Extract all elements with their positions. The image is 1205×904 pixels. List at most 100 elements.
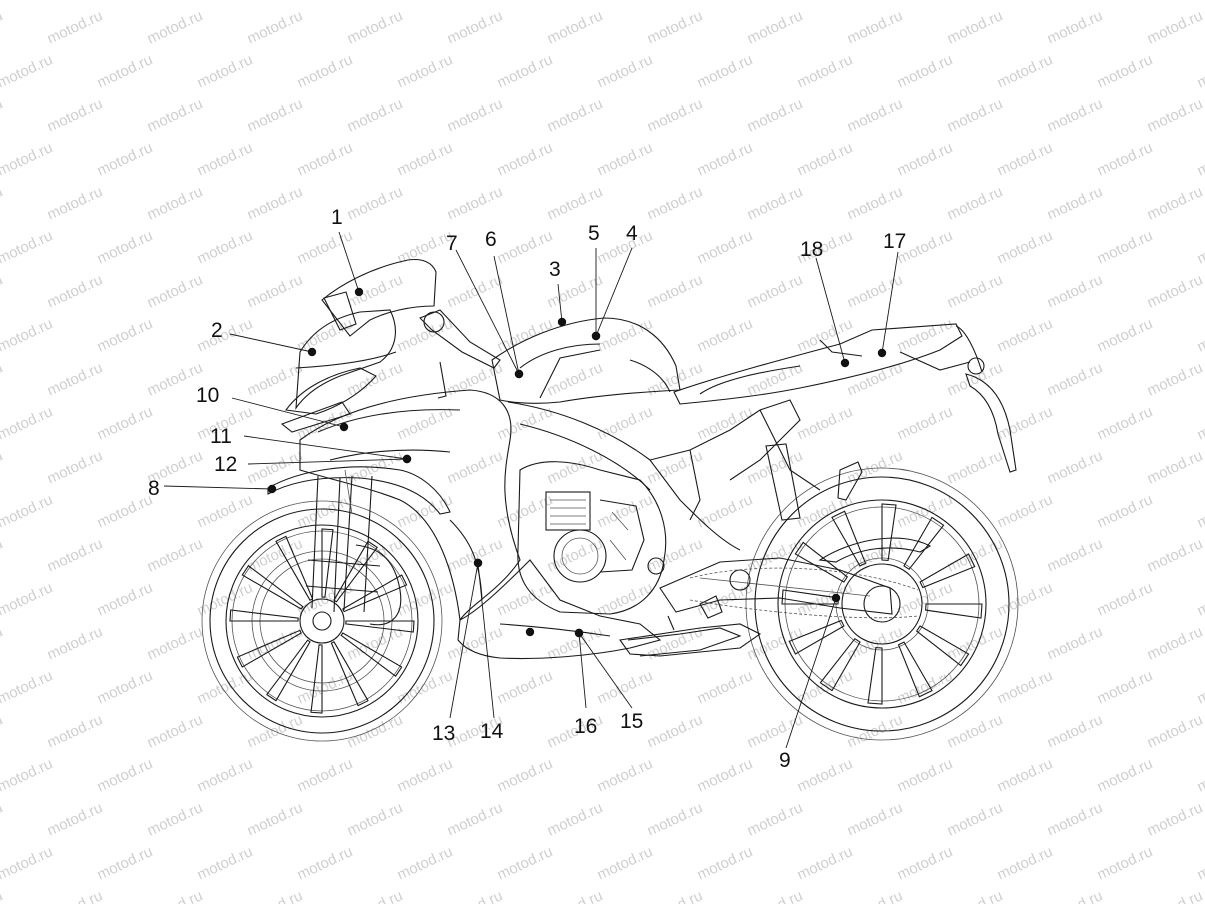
watermark-text: motod.ru [945, 359, 1006, 399]
watermark-text: motod.ru [1095, 227, 1156, 267]
watermark-text: motod.ru [1095, 491, 1156, 531]
watermark-text: motod.ru [295, 755, 356, 795]
callout-16: 16 [574, 715, 597, 738]
watermark-text: motod.ru [95, 755, 156, 795]
watermark-text: motod.ru [695, 403, 756, 443]
watermark-text: motod.ru [495, 51, 556, 91]
watermark-text: motod.ru [1145, 7, 1205, 47]
watermark-text: motod.ru [645, 711, 706, 751]
watermark-text: motod.ru [1095, 579, 1156, 619]
watermark-text: motod.ru [595, 139, 656, 179]
watermark-text: motod.ru [0, 491, 55, 531]
engine [517, 461, 667, 615]
callout-dot-5 [591, 331, 601, 341]
watermark-text: motod.ru [1045, 887, 1106, 904]
watermark-text: motod.ru [645, 623, 706, 663]
wheel-spoke [266, 639, 311, 702]
watermark-text: motod.ru [1145, 447, 1205, 487]
watermark-text: motod.ru [1195, 227, 1205, 267]
leader-7 [455, 249, 520, 375]
watermark-text: motod.ru [45, 183, 106, 223]
watermark-text: motod.ru [245, 359, 306, 399]
wheel-spoke [321, 528, 334, 598]
watermark-text: motod.ru [145, 887, 206, 904]
watermark-text: motod.ru [1095, 51, 1156, 91]
watermark-text: motod.ru [95, 579, 156, 619]
watermark-text: motod.ru [1195, 843, 1205, 883]
watermark-text: motod.ru [545, 887, 606, 904]
watermark-text: motod.ru [0, 0, 55, 4]
watermark-text: motod.ru [1095, 755, 1156, 795]
watermark-text: motod.ru [495, 0, 556, 4]
watermark-text: motod.ru [545, 95, 606, 135]
callout-12: 12 [214, 453, 237, 476]
rear-wheel [745, 467, 1019, 741]
watermark-text: motod.ru [0, 7, 5, 47]
frame [507, 399, 863, 551]
watermark-text: motod.ru [1145, 623, 1205, 663]
watermark-text: motod.ru [295, 315, 356, 355]
watermark-text: motod.ru [595, 491, 656, 531]
watermark-text: motod.ru [1145, 535, 1205, 575]
watermark-text: motod.ru [645, 95, 706, 135]
watermark-text: motod.ru [1145, 359, 1205, 399]
callout-dots [267, 287, 887, 638]
watermark-text: motod.ru [495, 667, 556, 707]
watermark-text: motod.ru [695, 491, 756, 531]
watermark-text: motod.ru [945, 887, 1006, 904]
watermark-text: motod.ru [445, 271, 506, 311]
watermark-text: motod.ru [1195, 579, 1205, 619]
watermark-text: motod.ru [945, 623, 1006, 663]
watermark-text: motod.ru [45, 623, 106, 663]
watermark-text: motod.ru [95, 227, 156, 267]
watermark-text: motod.ru [245, 887, 306, 904]
leader-12 [247, 458, 408, 465]
watermark-text: motod.ru [945, 447, 1006, 487]
watermark-text: motod.ru [0, 139, 55, 179]
watermark-text: motod.ru [845, 447, 906, 487]
watermark-text: motod.ru [595, 0, 656, 4]
watermark-text: motod.ru [295, 667, 356, 707]
watermark-text: motod.ru [1145, 271, 1205, 311]
wheel-spoke [819, 637, 861, 692]
watermark-text: motod.ru [345, 7, 406, 47]
watermark-text: motod.ru [695, 315, 756, 355]
leader-13 [449, 562, 479, 719]
watermark-text: motod.ru [745, 623, 806, 663]
watermark-text: motod.ru [45, 7, 106, 47]
watermark-text: motod.ru [1095, 403, 1156, 443]
watermark-text: motod.ru [1045, 95, 1106, 135]
callout-dot-10 [339, 422, 349, 432]
watermark-text: motod.ru [0, 887, 5, 904]
watermark-text: motod.ru [945, 183, 1006, 223]
watermark-text: motod.ru [545, 359, 606, 399]
watermark-text: motod.ru [345, 95, 406, 135]
watermark-text: motod.ru [1095, 139, 1156, 179]
leader-4 [595, 247, 633, 337]
watermark-text: motod.ru [1195, 139, 1205, 179]
callout-6: 6 [485, 228, 497, 251]
callout-dot-8 [267, 484, 277, 494]
watermark-text: motod.ru [945, 799, 1006, 839]
watermark-text: motod.ru [745, 799, 806, 839]
watermark-text: motod.ru [495, 227, 556, 267]
watermark-text: motod.ru [245, 623, 306, 663]
watermark-text: motod.ru [845, 887, 906, 904]
callout-8: 8 [148, 477, 160, 500]
watermark-text: motod.ru [245, 447, 306, 487]
wheel-spoke [310, 644, 323, 714]
watermark-text: motod.ru [0, 95, 5, 135]
watermark-text: motod.ru [895, 491, 956, 531]
callout-17: 17 [883, 230, 906, 253]
watermark-text: motod.ru [945, 711, 1006, 751]
watermark-text: motod.ru [895, 843, 956, 883]
watermark-text: motod.ru [0, 447, 5, 487]
callout-14: 14 [480, 720, 504, 743]
watermark-text: motod.ru [695, 667, 756, 707]
wheel-spoke [236, 629, 302, 668]
watermark-text: motod.ru [395, 579, 456, 619]
watermark-text: motod.ru [545, 183, 606, 223]
watermark-text: motod.ru [0, 359, 5, 399]
watermark-text: motod.ru [995, 315, 1056, 355]
watermark-text: motod.ru [745, 271, 806, 311]
